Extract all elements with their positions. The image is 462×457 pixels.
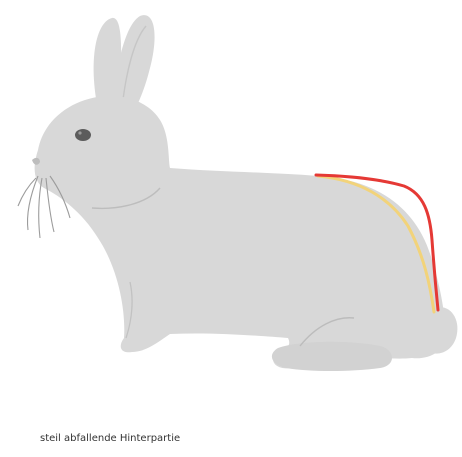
caption: steil abfallende Hinterpartie bbox=[40, 433, 180, 444]
rabbit-eye bbox=[75, 129, 91, 141]
rabbit-body bbox=[35, 96, 447, 368]
rabbit-illustration bbox=[0, 0, 462, 400]
rabbit-hind-foot bbox=[272, 342, 392, 371]
rabbit-eye-highlight bbox=[78, 131, 81, 134]
